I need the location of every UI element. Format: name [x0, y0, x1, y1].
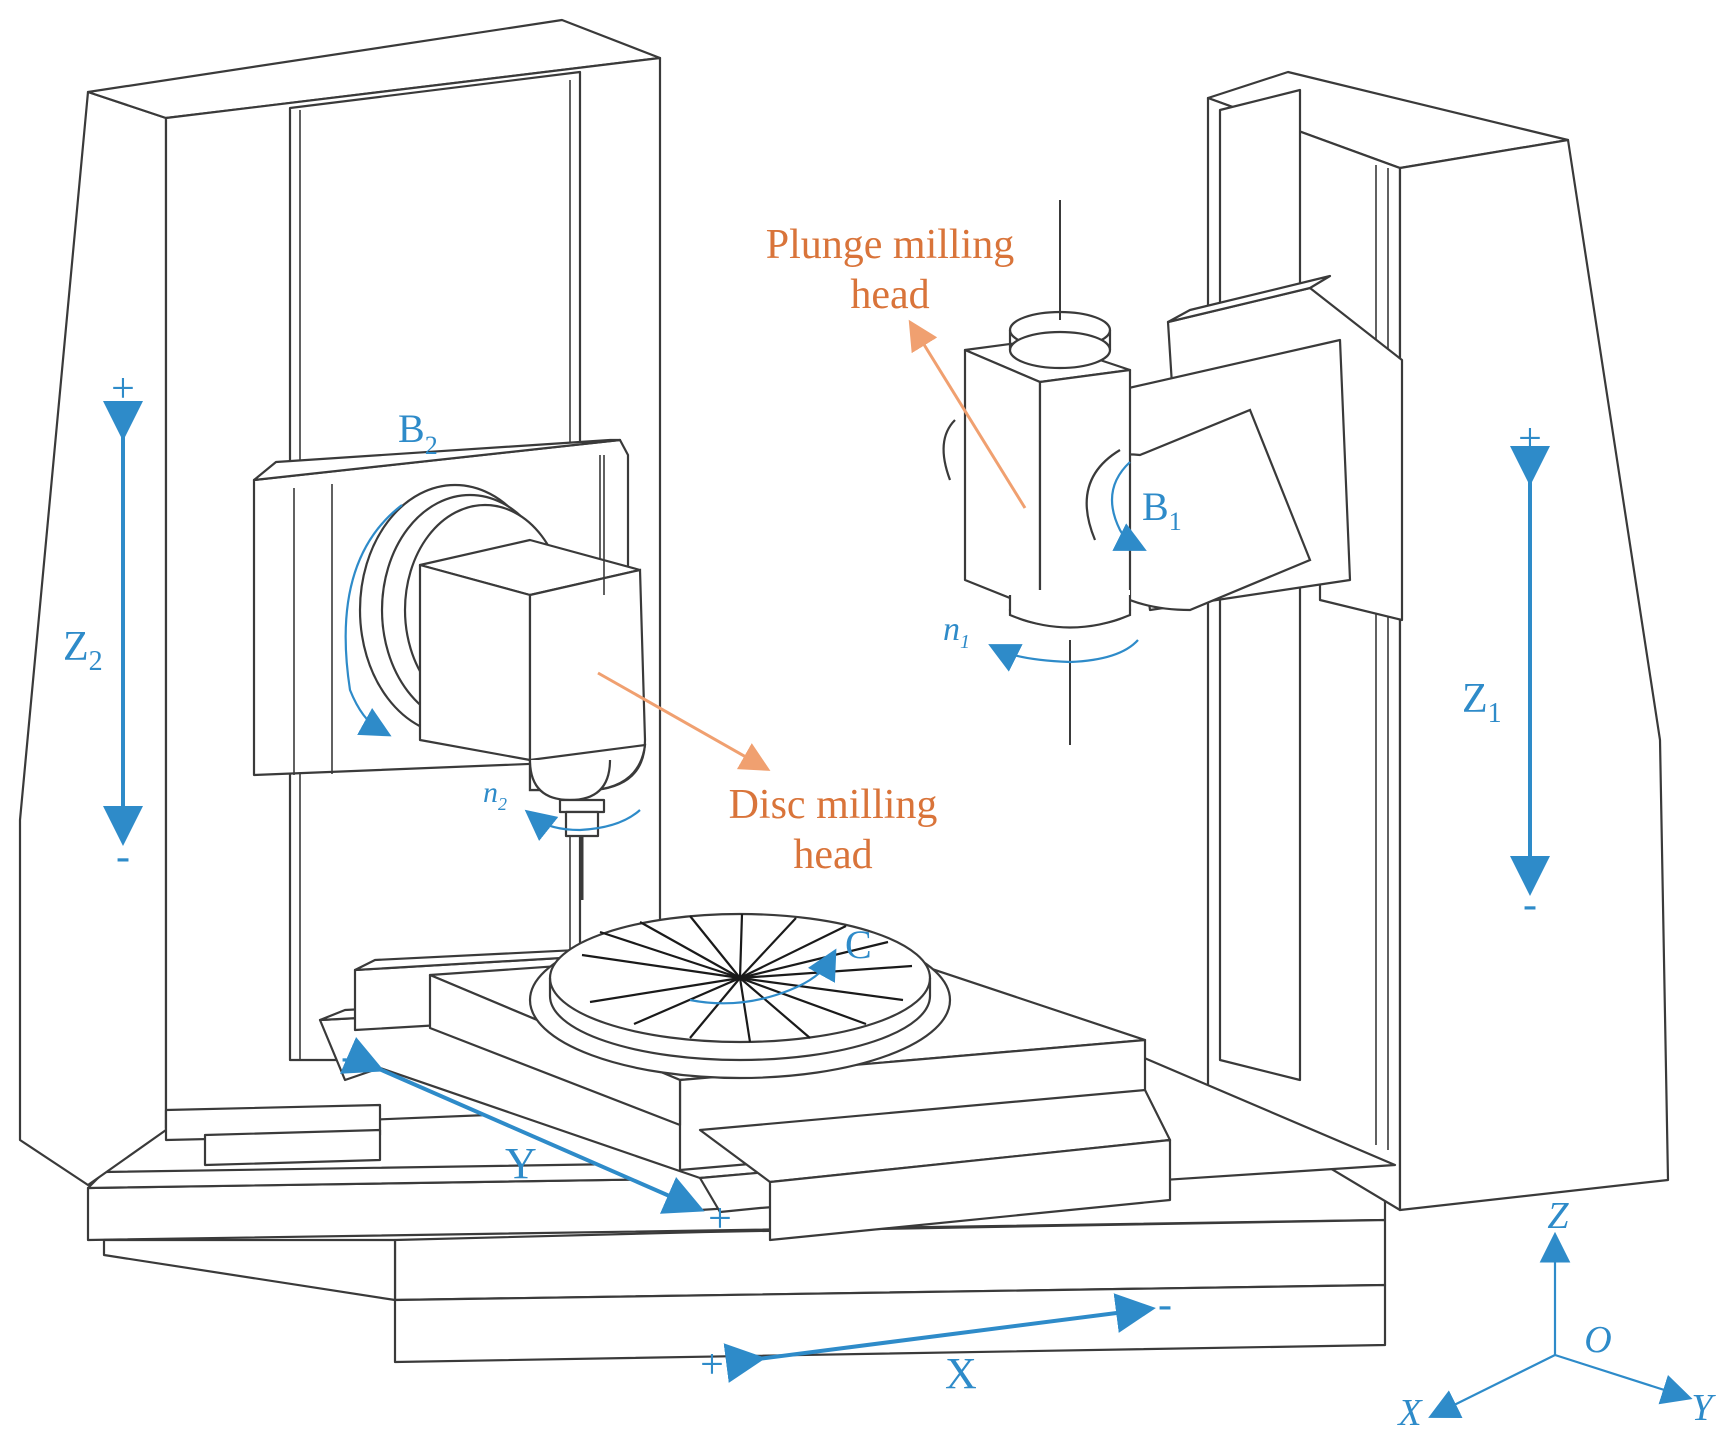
y-label: Y — [505, 1139, 537, 1188]
y-plus: + — [708, 1196, 732, 1242]
rotary-table — [528, 912, 952, 1080]
y-minus: - — [341, 1034, 355, 1080]
c-label: C — [845, 922, 872, 967]
b2-label: B2 — [398, 406, 438, 460]
coordinate-system — [1428, 1231, 1693, 1418]
n1-rotation-arrow — [988, 639, 1139, 672]
plunge-head-label-line1: Plunge milling — [766, 222, 1015, 268]
b1-label: B1 — [1142, 484, 1182, 536]
n1-label: n1 — [943, 611, 970, 653]
disc-head-label-line1: Disc milling — [729, 782, 938, 828]
labels: Plunge milling head Disc milling head B2… — [63, 222, 1716, 1434]
table-t-slots — [581, 913, 913, 1043]
x-plus: + — [700, 1342, 724, 1388]
z1-plus: + — [1518, 416, 1542, 462]
coord-x-arrow — [1428, 1354, 1556, 1418]
disc-head-label-line2: head — [793, 832, 872, 878]
b2-rotation-arrow — [344, 504, 403, 737]
disc-milling-head — [252, 438, 647, 900]
x-axis-arrow — [723, 1293, 1156, 1383]
z2-plus: + — [111, 366, 135, 412]
right-column — [1206, 70, 1670, 1212]
b1-rotation-arrow — [1110, 461, 1147, 551]
coord-y-label: Y — [1691, 1387, 1716, 1429]
x-minus: - — [1158, 1282, 1172, 1328]
c-rotation-arrow — [689, 948, 837, 1005]
z1-minus: - — [1523, 882, 1537, 928]
z1-label: Z1 — [1462, 676, 1502, 729]
coord-x-label: X — [1396, 1392, 1423, 1434]
z2-label: Z2 — [63, 624, 103, 677]
y-axis-arrow — [339, 1037, 705, 1214]
coord-y-arrow — [1554, 1353, 1693, 1405]
plunge-head-label-line2: head — [850, 272, 929, 318]
x-label: X — [945, 1349, 977, 1398]
plunge-milling-head — [942, 200, 1404, 745]
disc-head-callout-arrow — [597, 671, 771, 771]
callout-arrows — [597, 319, 1027, 771]
motion-arrows — [103, 401, 1550, 1383]
z2-minus: - — [116, 834, 130, 880]
coord-z-label: Z — [1547, 1195, 1569, 1237]
coord-o-label: O — [1584, 1319, 1611, 1361]
n2-label: n2 — [483, 776, 507, 814]
n2-rotation-arrow — [524, 809, 641, 842]
plunge-head-callout-arrow — [908, 319, 1027, 509]
